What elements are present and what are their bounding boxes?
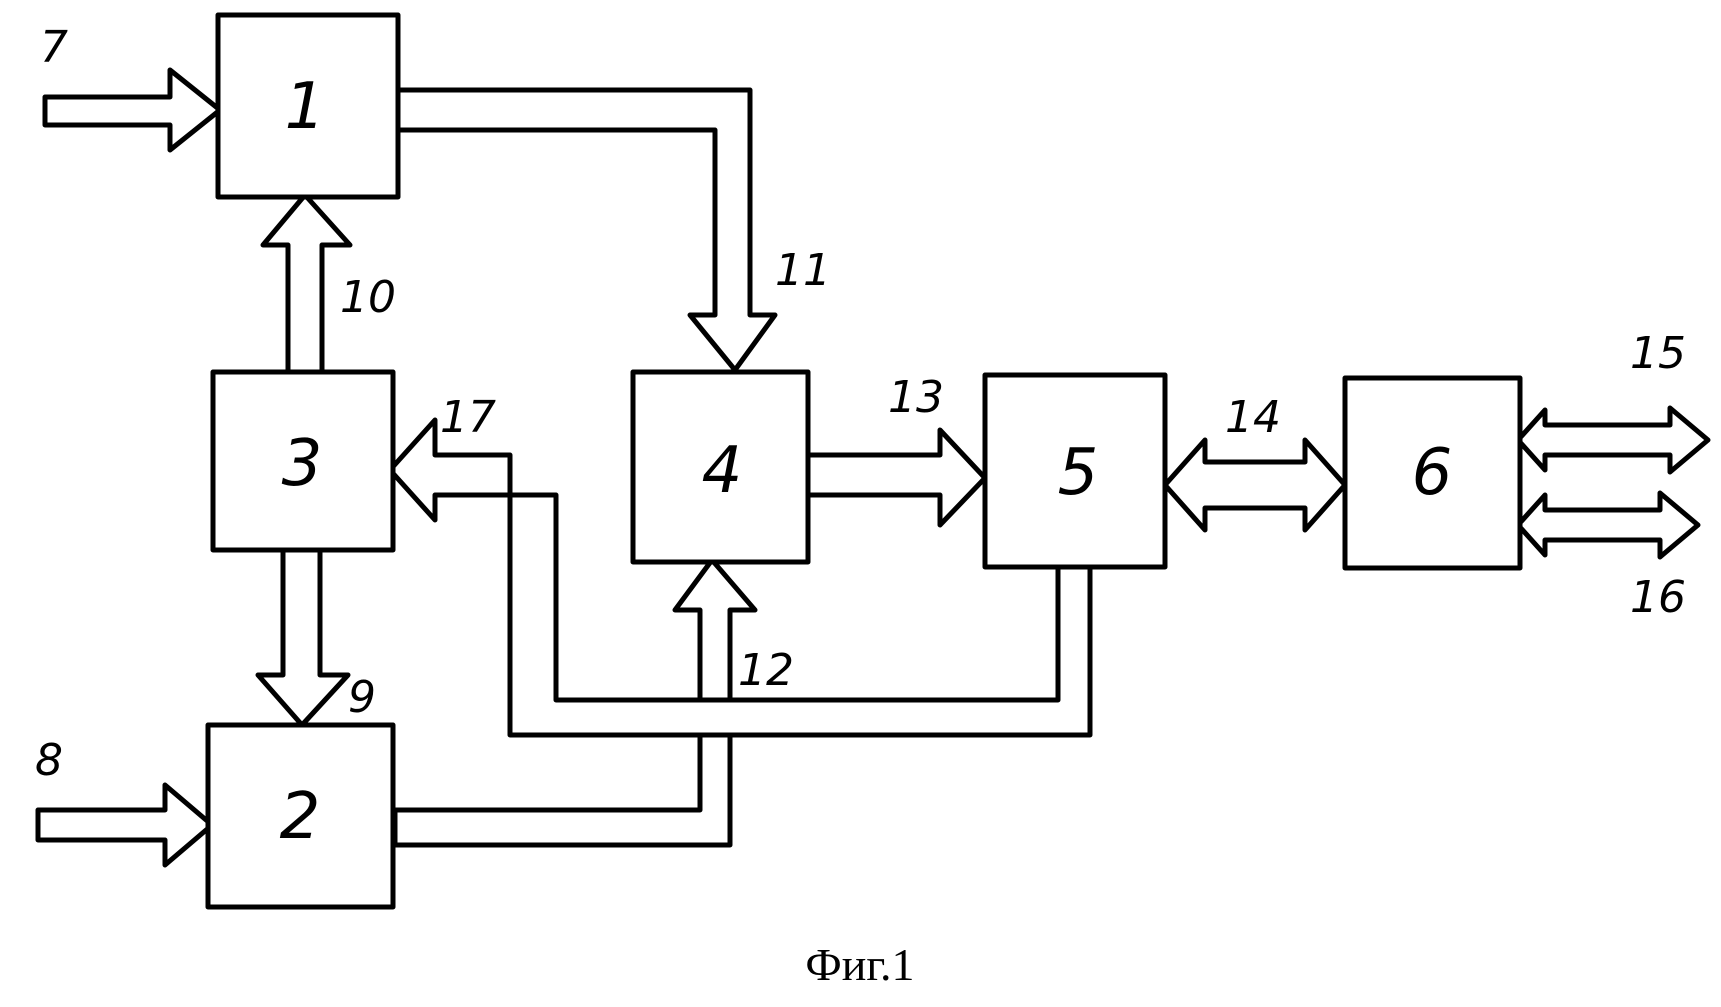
bus-11-arrow	[395, 90, 775, 370]
bus-14-arrow	[1165, 440, 1345, 530]
bus-7-label: 7	[40, 22, 68, 73]
block-1-label: 1	[285, 70, 326, 144]
bus-7-arrow	[45, 70, 220, 150]
bus-16-arrow	[1518, 493, 1698, 557]
block-3-label: 3	[282, 427, 323, 501]
bus-15-label: 15	[1630, 328, 1686, 379]
bus-17-label: 17	[440, 392, 496, 443]
bus-15-arrow	[1518, 408, 1708, 472]
block-5-label: 5	[1058, 436, 1099, 510]
bus-10-arrow	[263, 195, 350, 375]
bus-9-label: 9	[348, 672, 376, 723]
bus-9-arrow	[258, 545, 348, 725]
bus-13-arrow	[808, 430, 985, 525]
figure-caption: Фиг.1	[805, 939, 914, 990]
block-4-label: 4	[702, 434, 743, 508]
bus-16-label: 16	[1630, 572, 1686, 623]
block-6-label: 6	[1412, 436, 1453, 510]
bus-11-label: 11	[775, 245, 831, 296]
bus-13-label: 13	[888, 372, 944, 423]
bus-8-arrow	[38, 785, 212, 865]
block-2-label: 2	[280, 780, 321, 854]
bus-8-label: 8	[35, 735, 63, 786]
bus-14-label: 14	[1225, 392, 1281, 443]
bus-12-label: 12	[738, 645, 794, 696]
bus-10-label: 10	[340, 272, 396, 323]
